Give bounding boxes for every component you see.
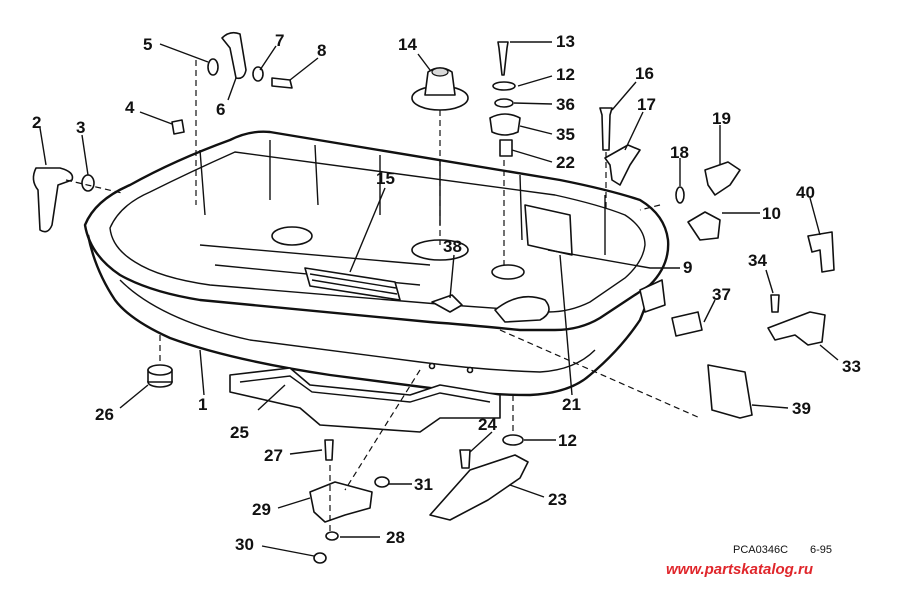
label-17: 17 [637,95,656,114]
label-40: 40 [796,183,815,202]
washer-5 [207,58,219,76]
label-31: 31 [414,475,433,494]
label-15: 15 [376,169,395,188]
watermark-url: www.partskatalog.ru [666,561,813,578]
lower-cowl [83,130,670,397]
label-4: 4 [125,98,135,117]
plate-39 [707,364,753,419]
screw-27 [324,439,334,461]
bracket-29 [309,481,373,523]
label-18: 18 [670,143,689,162]
label-5: 5 [143,35,152,54]
label-37: 37 [712,285,731,304]
washer-12 [492,81,516,91]
label-8: 8 [317,41,326,60]
screw-13 [497,41,509,76]
label-2: 2 [32,113,41,132]
washer [81,174,95,192]
nut-36 [494,98,514,108]
bracket-40 [807,231,835,273]
label-33: 33 [842,357,861,376]
drawing-date: 6-95 [810,544,832,556]
clip-38 [431,294,463,313]
bracket-23 [429,454,529,521]
grommet-screw [171,119,185,135]
label-29: 29 [252,500,271,519]
bottom-seal [229,367,501,433]
valve-19 [704,161,741,196]
grommet-26 [147,364,173,388]
label-6: 6 [216,100,225,119]
spacer-22 [499,139,513,157]
screw-16 [599,107,613,151]
label-38: 38 [443,237,462,256]
label-12-bottom: 12 [558,431,577,450]
label-7: 7 [275,31,284,50]
label-19: 19 [712,109,731,128]
plug-37 [671,311,703,337]
bracket-17 [604,144,641,186]
grommet-14 [411,67,469,111]
mount-35 [489,113,521,136]
label-36: 36 [556,95,575,114]
label-34: 34 [748,251,767,270]
latch-plate [221,31,247,80]
label-27: 27 [264,446,283,465]
label-28: 28 [386,528,405,547]
screw-24 [459,449,471,469]
label-16: 16 [635,64,654,83]
label-3: 3 [76,118,85,137]
assembly-lines [65,60,701,532]
label-23: 23 [548,490,567,509]
label-22: 22 [556,153,575,172]
washer-12b [502,434,524,446]
label-10: 10 [762,204,781,223]
label-35: 35 [556,125,575,144]
drawing-code: PCA0346C [733,544,788,556]
label-9: 9 [683,258,692,277]
label-12-top: 12 [556,65,575,84]
label-14: 14 [398,35,417,54]
screw-30 [313,552,327,564]
label-24: 24 [478,415,497,434]
bracket-33 [767,311,826,346]
label-13: 13 [556,32,575,51]
washer-28 [325,531,339,541]
label-26: 26 [95,405,114,424]
nut-31 [374,476,390,488]
clip-10 [687,211,721,241]
washer-18 [675,186,685,204]
label-1: 1 [198,395,207,414]
screw-8 [271,77,293,89]
washer-7 [252,66,264,82]
label-25: 25 [230,423,249,442]
lever-arm [32,167,74,233]
label-21: 21 [562,395,581,414]
leader-lines [39,41,839,557]
label-39: 39 [792,399,811,418]
label-30: 30 [235,535,254,554]
screw-34 [770,294,780,313]
part-number-labels: 1 2 3 4 5 6 7 8 9 10 12 12 13 14 15 16 1… [32,31,861,554]
